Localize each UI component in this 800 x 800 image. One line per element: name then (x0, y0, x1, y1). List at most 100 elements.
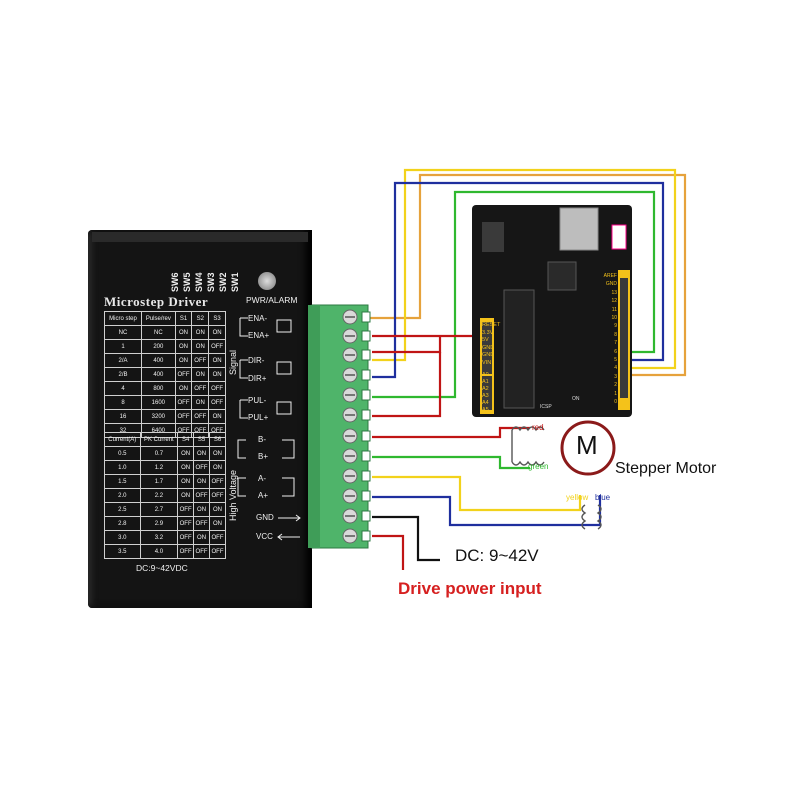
pin-label: 3 (614, 373, 617, 380)
driver-screw (258, 272, 276, 290)
coil-label-yellow: yellow (566, 493, 589, 502)
wire-power-red (372, 534, 405, 570)
pin-label: 10 (611, 315, 617, 322)
terminal-socket (361, 389, 371, 401)
pin-label: A1 (482, 379, 489, 385)
terminal-block-body (311, 304, 369, 549)
terminal-socket (361, 369, 371, 381)
driver-title: Microstep Driver (104, 294, 209, 309)
terminal-label-a-plus: A+ (258, 491, 269, 500)
pin-label: A0 (482, 372, 489, 378)
wire-red-pul (372, 352, 442, 418)
pin-label: VIN (482, 359, 492, 366)
terminal-block-side (308, 305, 320, 548)
wire-orange (370, 173, 687, 377)
arduino-analog-labels: A0 A1 A2 A3 A4 A5 (482, 372, 489, 414)
coil-b-icon (511, 426, 545, 432)
table-cell: OFF (209, 474, 226, 489)
wire-blue-signal (372, 181, 665, 379)
coil-a-icon (581, 504, 602, 530)
terminal-label-dir-minus: DIR- (248, 356, 265, 365)
terminal-socket (361, 470, 371, 482)
coil-b-bracket (237, 439, 295, 459)
optocoupler-dir-icon (276, 361, 292, 375)
coil-label-green: green (528, 462, 549, 471)
pin-label: A4 (482, 400, 489, 406)
pin-label: 8 (614, 331, 617, 338)
header-holes (482, 278, 628, 410)
on-label: ON (572, 396, 580, 402)
terminal-socket (361, 490, 371, 502)
terminal-screws (342, 309, 371, 544)
terminal-socket (361, 530, 371, 542)
dc-voltage-label: DC: 9~42V (455, 546, 539, 565)
pin-label: 1 (614, 390, 617, 397)
pin-label: AREF (603, 273, 617, 279)
stepper-motor (511, 420, 616, 530)
motor-symbol: M (576, 430, 598, 460)
terminal-label-b-minus: B- (258, 435, 266, 444)
pwr-alarm-label: PWR/ALARM (246, 295, 298, 305)
wire-yellow-signal (372, 168, 677, 370)
terminal-label-gnd: GND (256, 513, 274, 522)
pin-label: 2 (614, 382, 617, 389)
coil-label-red: red (532, 423, 544, 432)
signal-bracket-lines (239, 317, 248, 419)
wire-motor-red (372, 426, 530, 439)
usb-connector-icon (559, 207, 599, 251)
power-jack-icon (482, 222, 504, 252)
pin-label: A3 (482, 393, 489, 399)
terminal-label-dir-plus: DIR+ (248, 374, 267, 383)
atmega-chip-icon (503, 289, 535, 409)
motor-label: Stepper Motor (615, 460, 717, 477)
coil-b2-icon (511, 460, 545, 466)
terminal-label-pul-minus: PUL- (248, 396, 267, 405)
pin-label: 5V (482, 337, 489, 343)
pin-label: 11 (611, 306, 617, 313)
pin-label: 13 (611, 289, 617, 296)
terminal-label-vcc: VCC (256, 532, 273, 541)
pin-label: GND (482, 352, 495, 358)
pin-label: 6 (614, 348, 617, 355)
dc-rating-label: DC:9~42VDC (136, 563, 188, 573)
wire-power-black (372, 515, 440, 562)
terminal-label-pul-plus: PUL+ (248, 413, 269, 422)
terminal-block (308, 304, 369, 549)
table-cell: OFF (174, 409, 193, 424)
terminal-socket (361, 311, 371, 323)
arduino-board (472, 205, 632, 417)
terminal-socket (361, 349, 371, 361)
terminal-label-b-plus: B+ (258, 452, 269, 461)
pin-label: 3.3V (482, 329, 494, 336)
table-cell: 1600 (141, 395, 176, 410)
gnd-arrow-icon (278, 514, 301, 522)
wire-green-signal (372, 190, 656, 399)
terminal-socket (361, 450, 371, 462)
usb-chip-icon (547, 261, 577, 291)
table-cell: ON (174, 353, 193, 368)
icsp-label: ICSP (540, 404, 552, 410)
motor-circle (560, 420, 616, 476)
pin-label: 12 (611, 298, 617, 305)
reset-button (611, 224, 627, 250)
arduino-left-labels: RESET 3.3V 5V GND GND VIN (482, 322, 500, 367)
table-cell: ON (208, 367, 226, 382)
table-cell: 8 (103, 395, 143, 410)
pin-label: 4 (614, 365, 617, 372)
table-cell: 4.0 (139, 544, 179, 559)
optocoupler-icons (237, 317, 301, 541)
optocoupler-pul-icon (276, 401, 292, 415)
terminal-label-ena-minus: ENA- (248, 314, 268, 323)
